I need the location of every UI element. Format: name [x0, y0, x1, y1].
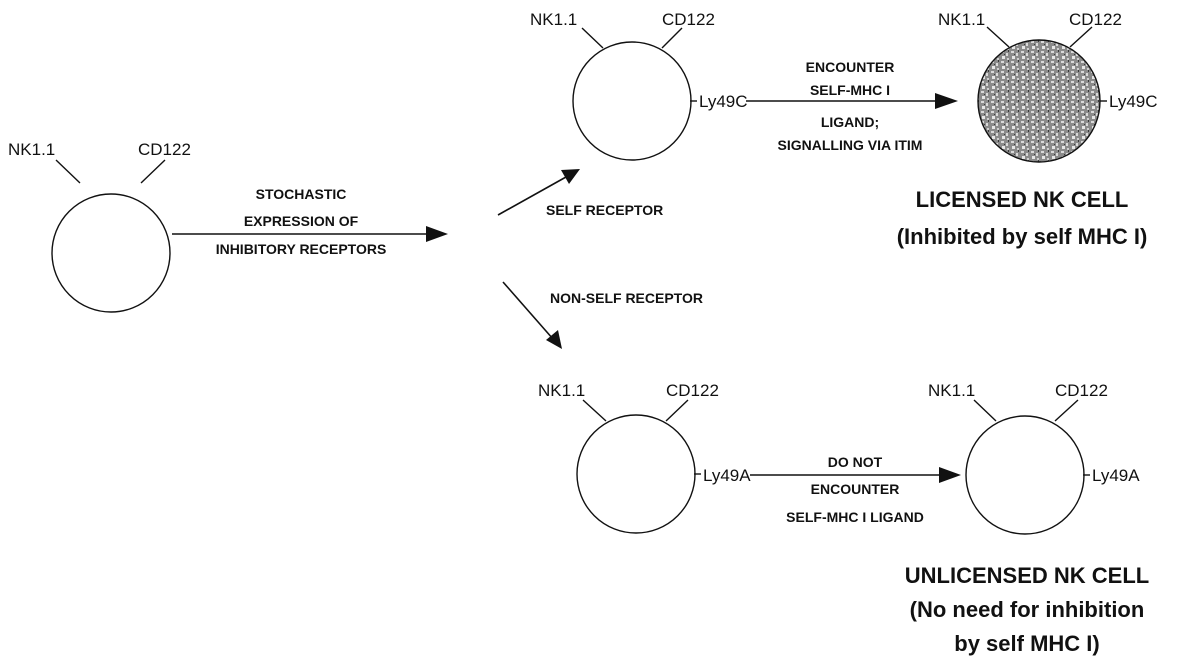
- self-nk-label: NK1.1: [530, 10, 577, 29]
- unlicensed-subtitle-line1: (No need for inhibition: [910, 597, 1145, 622]
- no-encounter-arrow: DO NOT ENCOUNTER SELF-MHC I LIGAND: [750, 454, 961, 525]
- encounter-label-line2: SELF-MHC I: [810, 82, 890, 98]
- no-encounter-arrowhead: [939, 467, 961, 483]
- stochastic-label-line1: STOCHASTIC: [256, 186, 347, 202]
- nonself-nk-label: NK1.1: [538, 381, 585, 400]
- stochastic-label-line3: INHIBITORY RECEPTORS: [216, 241, 387, 257]
- self-ly49c-label: Ly49C: [699, 92, 748, 111]
- nonself-arrow-line: [502, 281, 554, 340]
- stochastic-expression-arrow: STOCHASTIC EXPRESSION OF INHIBITORY RECE…: [172, 186, 448, 257]
- licensed-nk-tick: [986, 26, 1010, 48]
- no-encounter-label-line2: ENCOUNTER: [811, 481, 900, 497]
- unlicensed-nk-label: NK1.1: [928, 381, 975, 400]
- licensed-cell-circle: [977, 39, 1101, 163]
- encounter-label-line3: LIGAND;: [821, 114, 879, 130]
- self-cd-label: CD122: [662, 10, 715, 29]
- licensed-cd-tick: [1069, 26, 1093, 48]
- self-receptor-label: SELF RECEPTOR: [546, 202, 663, 218]
- self-arrow-line: [497, 176, 567, 216]
- self-cell-circle: [572, 41, 692, 161]
- initial-nk-label: NK1.1: [8, 140, 55, 159]
- self-cd-tick: [661, 27, 683, 49]
- initial-nk-tick: [55, 159, 81, 184]
- no-encounter-label-line3: SELF-MHC I LIGAND: [786, 509, 924, 525]
- nonself-cell-circle: [576, 414, 696, 534]
- encounter-label-line4: SIGNALLING VIA ITIM: [778, 137, 923, 153]
- unlicensed-nk-cell: NK1.1 CD122 Ly49A: [928, 381, 1140, 535]
- licensed-nk-label: NK1.1: [938, 10, 985, 29]
- nonself-nk-tick: [582, 399, 607, 422]
- initial-cd-tick: [140, 159, 166, 184]
- encounter-arrowhead: [935, 93, 958, 109]
- self-receptor-arrow: SELF RECEPTOR: [497, 169, 663, 218]
- nonself-receptor-arrow: NON-SELF RECEPTOR: [502, 281, 703, 349]
- licensed-cd-label: CD122: [1069, 10, 1122, 29]
- nonself-ly49a-label: Ly49A: [703, 466, 751, 485]
- stochastic-label-line2: EXPRESSION OF: [244, 213, 359, 229]
- self-nk-tick: [581, 27, 604, 49]
- self-arrowhead: [561, 169, 580, 184]
- nonself-arrowhead: [546, 330, 562, 349]
- nonself-receptor-label: NON-SELF RECEPTOR: [550, 290, 703, 306]
- nonself-cd-label: CD122: [666, 381, 719, 400]
- no-encounter-label-line1: DO NOT: [828, 454, 883, 470]
- unlicensed-cd-tick: [1054, 399, 1079, 422]
- nonself-receptor-nk-cell: NK1.1 CD122 Ly49A: [538, 381, 751, 534]
- licensed-nk-cell: NK1.1 CD122 Ly49C: [938, 10, 1158, 163]
- nonself-cd-tick: [665, 399, 689, 422]
- licensed-subtitle: (Inhibited by self MHC I): [897, 224, 1148, 249]
- licensed-outcome: LICENSED NK CELL (Inhibited by self MHC …: [897, 187, 1148, 249]
- encounter-arrow: ENCOUNTER SELF-MHC I LIGAND; SIGNALLING …: [746, 59, 958, 153]
- initial-nk-cell: NK1.1 CD122: [8, 140, 191, 313]
- unlicensed-cd-label: CD122: [1055, 381, 1108, 400]
- unlicensed-subtitle-line2: by self MHC I): [954, 631, 1099, 656]
- unlicensed-outcome: UNLICENSED NK CELL (No need for inhibiti…: [905, 563, 1149, 656]
- stochastic-arrowhead: [426, 226, 448, 242]
- self-receptor-nk-cell: NK1.1 CD122 Ly49C: [530, 10, 748, 161]
- unlicensed-nk-tick: [973, 399, 997, 422]
- unlicensed-cell-circle: [965, 415, 1085, 535]
- encounter-label-line1: ENCOUNTER: [806, 59, 895, 75]
- initial-cd-label: CD122: [138, 140, 191, 159]
- licensed-title: LICENSED NK CELL: [916, 187, 1129, 212]
- licensed-ly49c-label: Ly49C: [1109, 92, 1158, 111]
- unlicensed-title: UNLICENSED NK CELL: [905, 563, 1149, 588]
- initial-cell-circle: [51, 193, 171, 313]
- unlicensed-ly49a-label: Ly49A: [1092, 466, 1140, 485]
